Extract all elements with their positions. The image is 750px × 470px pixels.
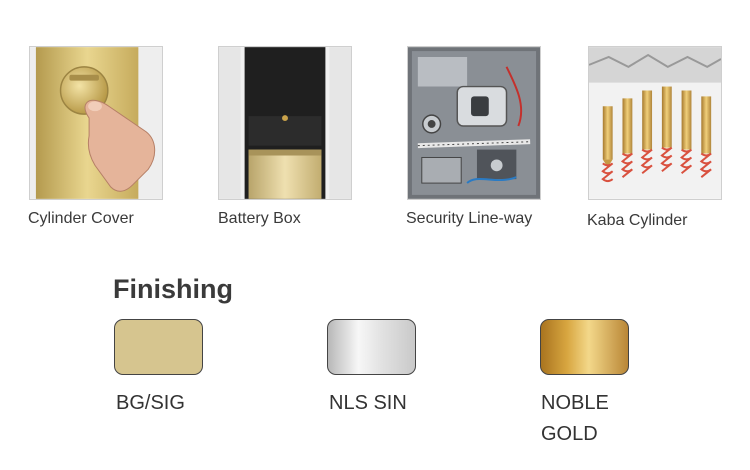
security-line-way-photo [407,46,541,200]
kaba-cylinder-caption: Kaba Cylinder [587,212,688,229]
cylinder-cover-photo [29,46,163,200]
swatch-label-noble-gold: NOBLE GOLD [541,388,609,450]
swatch-label-line1: NOBLE [541,392,609,414]
battery-box-icon [219,47,351,199]
swatch-label-line1: BG/SIG [116,392,185,414]
security-line-way-caption: Security Line-way [406,210,533,227]
battery-box-photo [218,46,352,200]
swatch-bg-sig [114,319,203,375]
swatch-label-nls-sin: NLS SIN [329,388,407,419]
security-line-way-icon [408,47,540,199]
swatch-label-line1: NLS SIN [329,392,407,414]
swatch-nls-sin [327,319,416,375]
kaba-cylinder-icon [589,47,721,199]
battery-box-caption: Battery Box [218,210,301,227]
kaba-cylinder-photo [588,46,722,200]
swatch-label-bg-sig: BG/SIG [116,388,185,419]
finishing-heading: Finishing [113,274,233,304]
swatch-label-line2: GOLD [541,423,598,445]
swatch-noble-gold [540,319,629,375]
cylinder-cover-icon [30,47,162,199]
cylinder-cover-caption: Cylinder Cover [28,210,134,227]
